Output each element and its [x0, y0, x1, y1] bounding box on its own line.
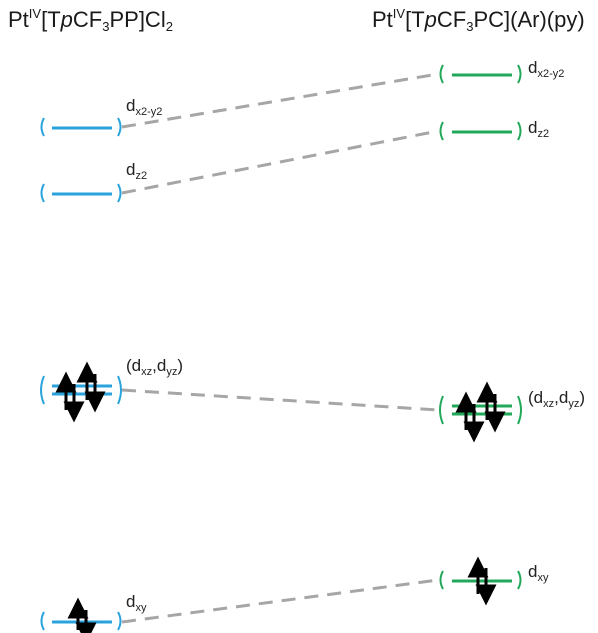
right-label-dxy: dxy: [528, 562, 549, 584]
left-label-dx2y2: dx2-y2: [126, 96, 163, 118]
left-complex-title: PtIV[TpCF3PP]Cl2: [8, 6, 173, 34]
right-level-dxzdyz: [439, 395, 522, 425]
right-complex-title: PtIV[TpCF3PC](Ar)(py): [372, 6, 585, 34]
right-level-dx2y2: [439, 64, 522, 84]
connector-dxzdyz: [121, 388, 439, 412]
left-level-dz2: [40, 183, 122, 203]
connector-dz2: [121, 129, 439, 195]
left-level-dxzdyz: [40, 375, 122, 405]
electrons: [55, 361, 506, 633]
left-level-dxy: [40, 611, 122, 631]
left-level-dx2y2: [40, 117, 122, 137]
connectors: [121, 72, 439, 624]
right-label-dxzdyz: (dxz,dyz): [528, 388, 585, 410]
left-levels: [40, 117, 122, 631]
right-level-dz2: [439, 121, 522, 141]
right-levels: [439, 64, 522, 590]
right-level-dxy: [439, 570, 522, 590]
right-label-dz2: dz2: [528, 118, 550, 140]
left-label-dz2: dz2: [126, 160, 148, 182]
left-label-dxy: dxy: [126, 592, 147, 614]
left-label-dxzdyz: (dxz,dyz): [126, 356, 183, 378]
connector-dxy: [121, 578, 439, 624]
connector-dx2y2: [121, 72, 439, 129]
right-label-dx2y2: dx2-y2: [528, 58, 565, 80]
